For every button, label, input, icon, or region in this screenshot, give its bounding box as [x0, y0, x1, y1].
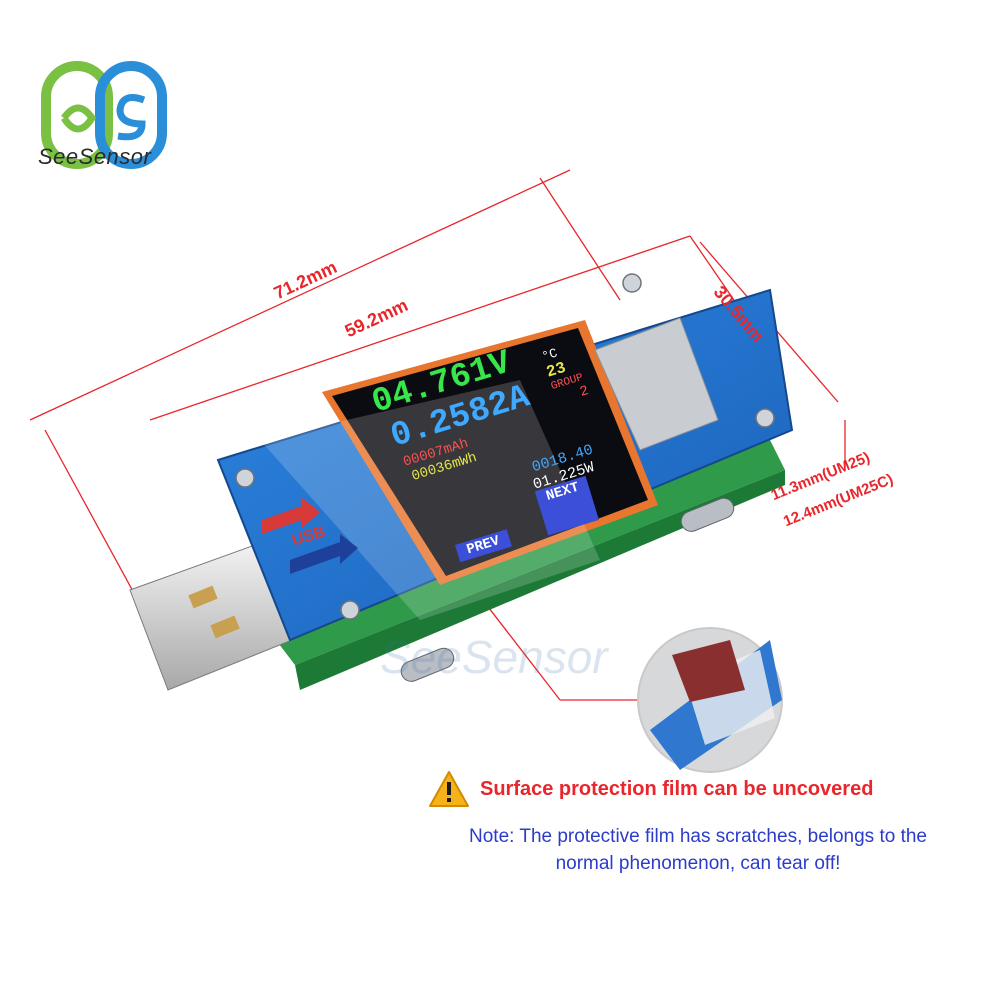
note-line-1: Note: The protective film has scratches,… [469, 826, 927, 847]
warning-row: Surface protection film can be uncovered [428, 770, 873, 808]
seesensor-logo-icon [41, 61, 167, 169]
brand-name: SeeSensor [38, 144, 152, 169]
note-line-2: normal phenomenon, can tear off! [555, 853, 841, 874]
warning-triangle-icon [429, 771, 469, 807]
warning-text: Surface protection film can be uncovered [480, 777, 874, 800]
watermark: SeeSensor [380, 631, 608, 683]
